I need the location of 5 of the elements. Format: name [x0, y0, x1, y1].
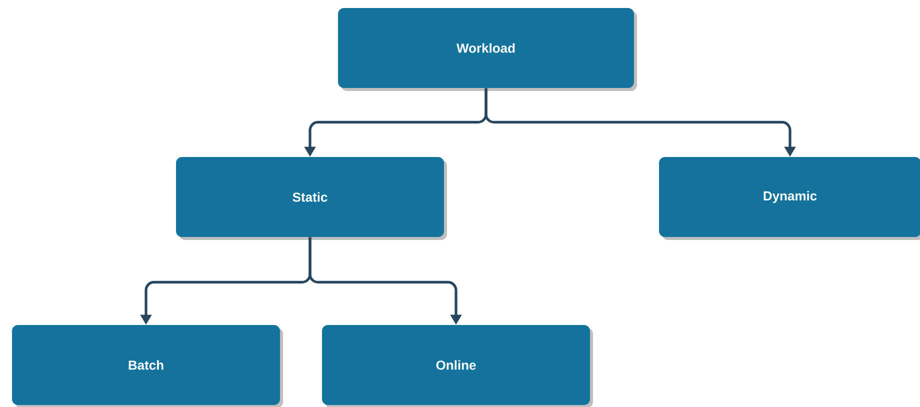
process-box: Online	[322, 325, 593, 407]
process-box: Workload	[338, 8, 637, 91]
process-box: Dynamic	[659, 157, 920, 240]
process-box: Batch	[12, 325, 283, 407]
process-box: Static	[176, 157, 447, 240]
